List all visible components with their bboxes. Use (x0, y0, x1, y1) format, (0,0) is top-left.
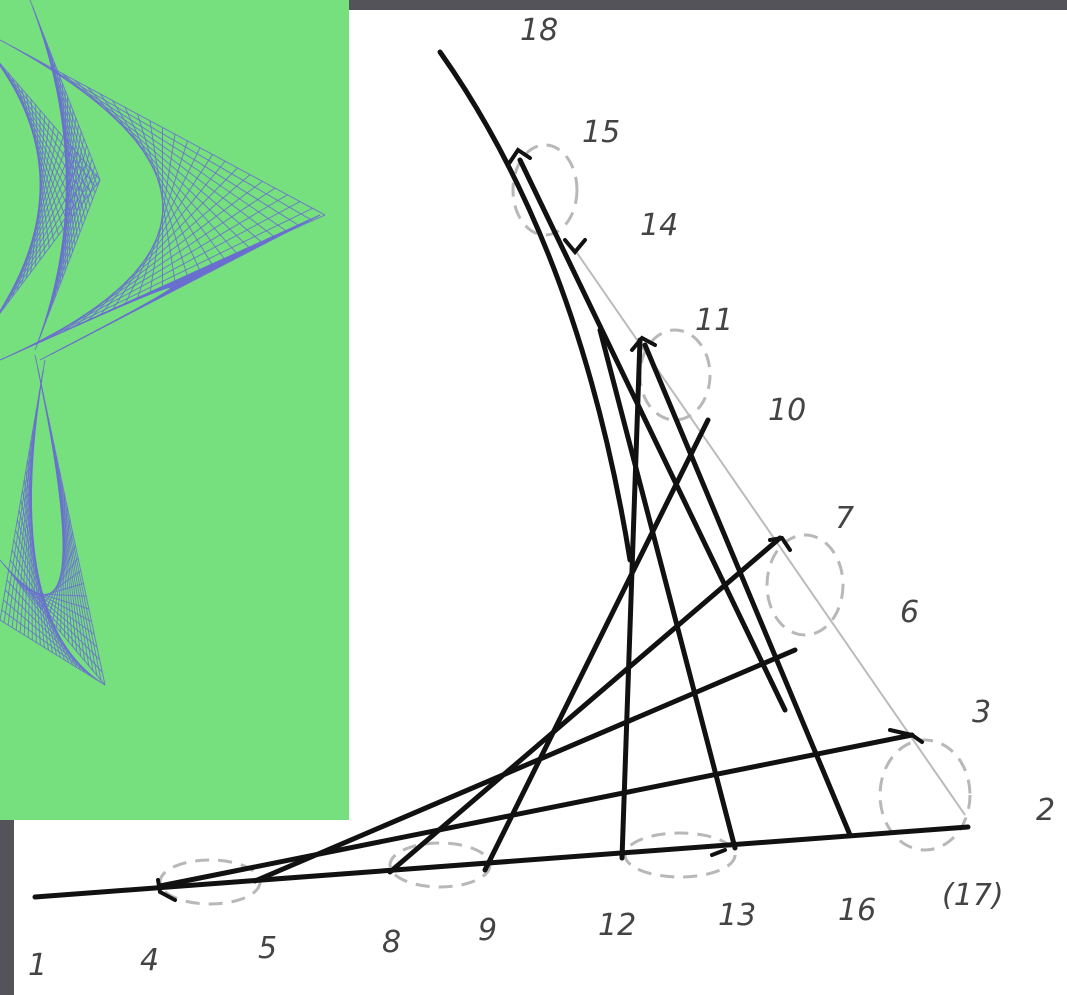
string-art-line (124, 147, 201, 305)
point-label-8: 8 (382, 925, 401, 960)
point-label-14: 14 (640, 208, 678, 243)
point-label-6: 6 (900, 595, 919, 630)
string-art-line (12, 207, 313, 355)
string-art-line (0, 619, 106, 686)
point-label-3: 3 (972, 695, 991, 730)
string-art-panel (0, 0, 349, 820)
arrow-tick (563, 238, 587, 256)
string-art-line (112, 154, 213, 311)
string-art-line (0, 62, 101, 181)
string-art-line (15, 529, 70, 663)
string-art-line (0, 64, 96, 187)
string-line (482, 417, 711, 873)
dashed-circle-mid (765, 533, 845, 637)
string-art-line (0, 168, 92, 312)
dashed-circle-corner (878, 738, 972, 852)
string-line (619, 337, 643, 861)
string-art-line (0, 64, 92, 193)
string-art-line (0, 64, 87, 199)
base-line (32, 824, 971, 900)
string-art-line (30, 99, 50, 248)
string-line (517, 157, 788, 713)
string-art-line (1, 609, 102, 683)
point-label-4: 4 (140, 943, 159, 978)
point-label-2: 2 (1036, 793, 1055, 828)
string-art-line (87, 167, 238, 322)
string-art-line (34, 179, 101, 351)
string-art-line (49, 187, 276, 339)
point-label-18: 18 (520, 13, 558, 48)
string-line (642, 342, 853, 838)
dashed-circle-upper (511, 143, 579, 237)
arrow-tick (156, 878, 177, 902)
string-art-line (39, 214, 321, 361)
string-art-pattern-icon (0, 0, 326, 686)
string-art-line (25, 93, 55, 242)
string-line (157, 732, 915, 889)
arrow-tick (768, 535, 792, 552)
point-label-10: 10 (768, 393, 806, 428)
string-line (597, 327, 738, 851)
dashed-circle-bottom-right (623, 831, 737, 879)
arrow-tick (630, 335, 657, 352)
arrow-tick (506, 147, 532, 167)
string-art-line (4, 589, 94, 678)
point-label-12: 12 (598, 908, 636, 943)
string-art-line (3, 564, 103, 673)
string-art-line (3, 599, 98, 681)
string-art-line (43, 545, 76, 614)
string-art-line (39, 557, 79, 609)
arrow-ticks (156, 147, 924, 902)
point-label-17: (17) (942, 878, 1004, 913)
point-label-7: 7 (835, 501, 854, 536)
string-line (252, 647, 798, 884)
point-label-15: 15 (582, 115, 620, 150)
string-art-line (149, 134, 176, 294)
string-art-line (34, 104, 46, 254)
string-art-line (137, 140, 188, 299)
point-label-9: 9 (478, 913, 497, 948)
string-art-line (21, 88, 59, 236)
point-label-11: 11 (695, 303, 733, 338)
string-line (387, 535, 783, 875)
arrow-tick (710, 848, 727, 857)
string-art-line (20, 499, 58, 656)
point-label-13: 13 (718, 898, 756, 933)
string-art-line (47, 532, 74, 618)
string-art-line (24, 201, 301, 350)
point-label-5: 5 (258, 931, 277, 966)
point-label-16: 16 (838, 893, 876, 928)
string-art-line (16, 519, 66, 661)
string-lines (32, 49, 971, 900)
string-art-line (37, 172, 98, 344)
string-art-line (39, 166, 96, 338)
string-art-line (18, 509, 62, 658)
curve-edge (437, 49, 633, 563)
string-art-line (37, 194, 288, 344)
string-art-line (99, 160, 226, 316)
arrow-tick (888, 728, 924, 744)
point-label-1: 1 (28, 948, 47, 983)
